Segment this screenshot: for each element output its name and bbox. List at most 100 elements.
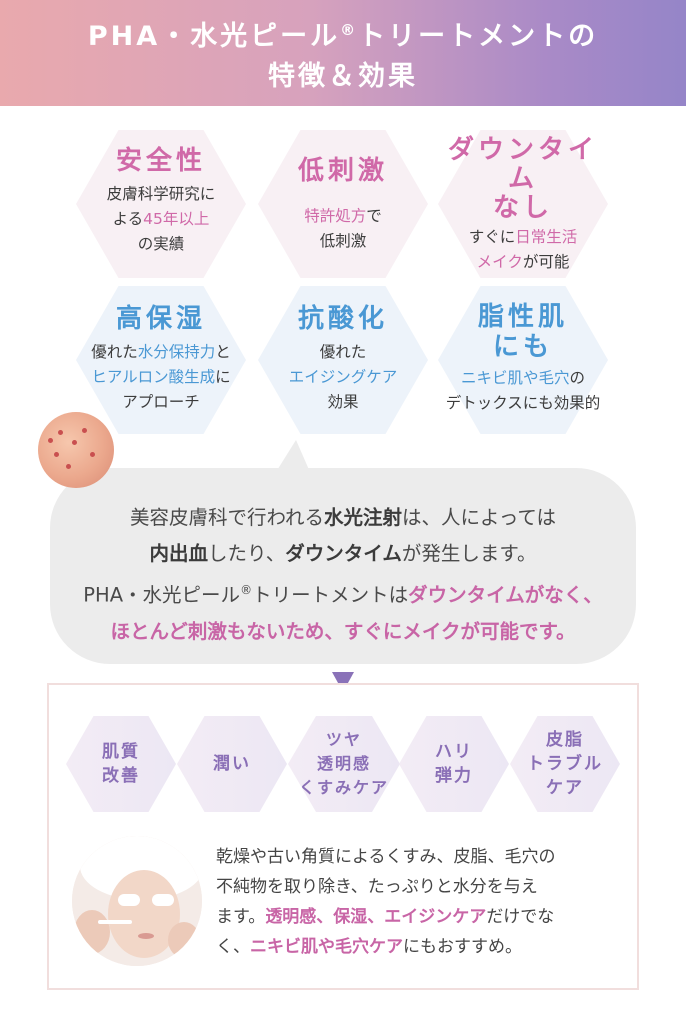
title-line: にも	[492, 332, 553, 362]
desc-highlight: 45年以上	[143, 210, 210, 228]
feature-antioxidant: 抗酸化 優れた エイジングケア 効果	[238, 304, 448, 415]
speech-bubble	[50, 468, 636, 664]
feature-desc: ニキビ肌や毛穴の デトックスにも効果的	[418, 366, 628, 416]
facial-illustration	[72, 836, 202, 966]
bubble-line: 美容皮膚科で行われる水光注射は、人によっては	[50, 500, 636, 536]
desc-highlight: 水分保持力	[137, 343, 216, 361]
title-line: ダウンタイ	[447, 135, 598, 165]
feature-title: ダウンタイ ム なし	[418, 136, 628, 223]
title-line: 脂性肌	[477, 302, 568, 332]
bubble-line: PHA・水光ピール®トリートメントはダウンタイムがなく、	[50, 572, 636, 614]
desc-text: デトックスにも効果的	[445, 394, 601, 412]
desc-highlight: エイジングケア	[288, 368, 398, 386]
result-text-part: にもおすすめ。	[403, 937, 522, 957]
bubble-text-part: したり、	[208, 542, 286, 565]
desc-text: に	[215, 368, 231, 386]
bubble-bold: 内出血	[149, 542, 209, 565]
benefit-line: 皮脂	[546, 730, 584, 750]
feature-low-irritation: 低刺激 特許処方で 低刺激	[238, 156, 448, 254]
skin-closeup-image	[38, 412, 114, 488]
result-highlight: ニキビ肌や毛穴ケア	[250, 937, 403, 957]
bubble-text-part: が発生します。	[401, 542, 537, 565]
benefit-line: 改善	[102, 766, 140, 786]
facial-treatment-image	[72, 836, 202, 966]
desc-text: すぐに	[468, 228, 516, 246]
bubble-text: 美容皮膚科で行われる水光注射は、人によっては 内出血したり、ダウンタイムが発生し…	[50, 500, 636, 650]
feature-safety: 安全性 皮膚科学研究に よる45年以上 の実績	[56, 146, 266, 257]
bubble-text-part: トリートメントは	[252, 583, 409, 607]
header-title-line1: PHA・水光ピール®トリートメントの	[88, 10, 598, 57]
benefit-line: くすみケア	[298, 778, 389, 797]
bubble-text-part: 美容皮膚科で行われる	[129, 506, 324, 529]
result-line: ます。透明感、保湿、エイジンケアだけでな	[216, 902, 626, 932]
page-header: PHA・水光ピール®トリートメントの 特徴＆効果	[0, 0, 686, 106]
desc-text: 優れた	[319, 343, 367, 361]
benefit-line: ケア	[546, 778, 584, 798]
desc-text: よる	[112, 210, 144, 228]
feature-moisture: 高保湿 優れた水分保持力と ヒアルロン酸生成に アプローチ	[56, 304, 266, 415]
desc-highlight: ニキビ肌や毛穴	[460, 369, 570, 387]
feature-oily-skin: 脂性肌 にも ニキビ肌や毛穴の デトックスにも効果的	[418, 302, 628, 416]
feature-hex-bg	[258, 130, 428, 278]
header-title-part: PHA・水光ピール	[87, 20, 341, 52]
feature-title: 低刺激	[297, 156, 388, 186]
feature-title: 脂性肌 にも	[418, 302, 628, 362]
bubble-bold: 水光注射	[323, 506, 402, 529]
desc-highlight: 特許処方	[304, 207, 367, 225]
benefit-line: ツヤ	[325, 730, 362, 749]
blemish-dot	[48, 438, 53, 443]
bubble-bold: ダウンタイム	[285, 542, 402, 565]
benefit-line: 透明感	[316, 754, 371, 773]
title-line: なし	[492, 193, 553, 223]
blemish-dot	[72, 440, 77, 445]
feature-desc: 優れた エイジングケア 効果	[238, 340, 448, 415]
bubble-highlight: ダウンタイムがなく、	[408, 583, 603, 607]
title-line: ム	[507, 164, 538, 194]
result-line: 不純物を取り除き、たっぷりと水分を与え	[216, 877, 538, 897]
bubble-highlight: ほとんど刺激もないため、すぐにメイクが可能です。	[110, 619, 576, 643]
benefit-line: ハリ	[435, 742, 473, 762]
blemish-dot	[90, 452, 95, 457]
result-line: 乾燥や古い角質によるくすみ、皮脂、毛穴の	[216, 847, 556, 867]
feature-title: 高保湿	[115, 304, 206, 334]
result-text-part: だけでな	[486, 907, 555, 927]
benefit-line: トラブル	[527, 754, 603, 774]
result-line: く、ニキビ肌や毛穴ケアにもおすすめ。	[216, 932, 626, 962]
blemish-dot	[58, 430, 63, 435]
desc-text: 効果	[327, 393, 359, 411]
feature-title: 安全性	[115, 146, 206, 176]
desc-text: 低刺激	[319, 232, 367, 250]
benefit-line: 潤い	[213, 754, 251, 774]
header-title-part: トリートメントの	[358, 20, 599, 52]
result-text-part: く、	[216, 937, 250, 957]
blemish-dot	[54, 452, 59, 457]
feature-title: 抗酸化	[297, 304, 388, 334]
desc-highlight: メイク	[476, 253, 523, 271]
feature-no-downtime: ダウンタイ ム なし すぐに日常生活 メイクが可能	[418, 136, 628, 275]
desc-text: の	[569, 369, 586, 387]
feature-desc: 皮膚科学研究に よる45年以上 の実績	[56, 182, 266, 257]
benefit-line: 弾力	[435, 766, 473, 786]
registered-mark: ®	[240, 583, 253, 597]
result-text-part: ます。	[216, 907, 266, 927]
desc-text: アプローチ	[122, 393, 200, 411]
blemish-dot	[82, 428, 87, 433]
desc-text: が可能	[522, 253, 570, 271]
header-title-line2: 特徴＆効果	[268, 60, 418, 92]
bubble-tail	[276, 440, 310, 472]
desc-text: と	[215, 343, 231, 361]
desc-text: で	[366, 207, 382, 225]
feature-desc: 特許処方で 低刺激	[238, 204, 448, 254]
bubble-text-part: は、人によっては	[401, 506, 557, 529]
desc-text: 皮膚科学研究に	[106, 185, 216, 203]
feature-desc: すぐに日常生活 メイクが可能	[418, 225, 628, 275]
bubble-line: 内出血したり、ダウンタイムが発生します。	[50, 536, 636, 572]
result-highlight: 透明感、保湿、エイジンケア	[265, 907, 487, 927]
desc-text: の実績	[137, 235, 185, 253]
blemish-dot	[66, 464, 71, 469]
desc-highlight: ヒアルロン酸生成	[91, 368, 216, 386]
registered-mark: ®	[340, 20, 359, 39]
feature-desc: 優れた水分保持力と ヒアルロン酸生成に アプローチ	[56, 340, 266, 415]
desc-text: 優れた	[91, 343, 138, 361]
desc-highlight: 日常生活	[515, 228, 578, 246]
